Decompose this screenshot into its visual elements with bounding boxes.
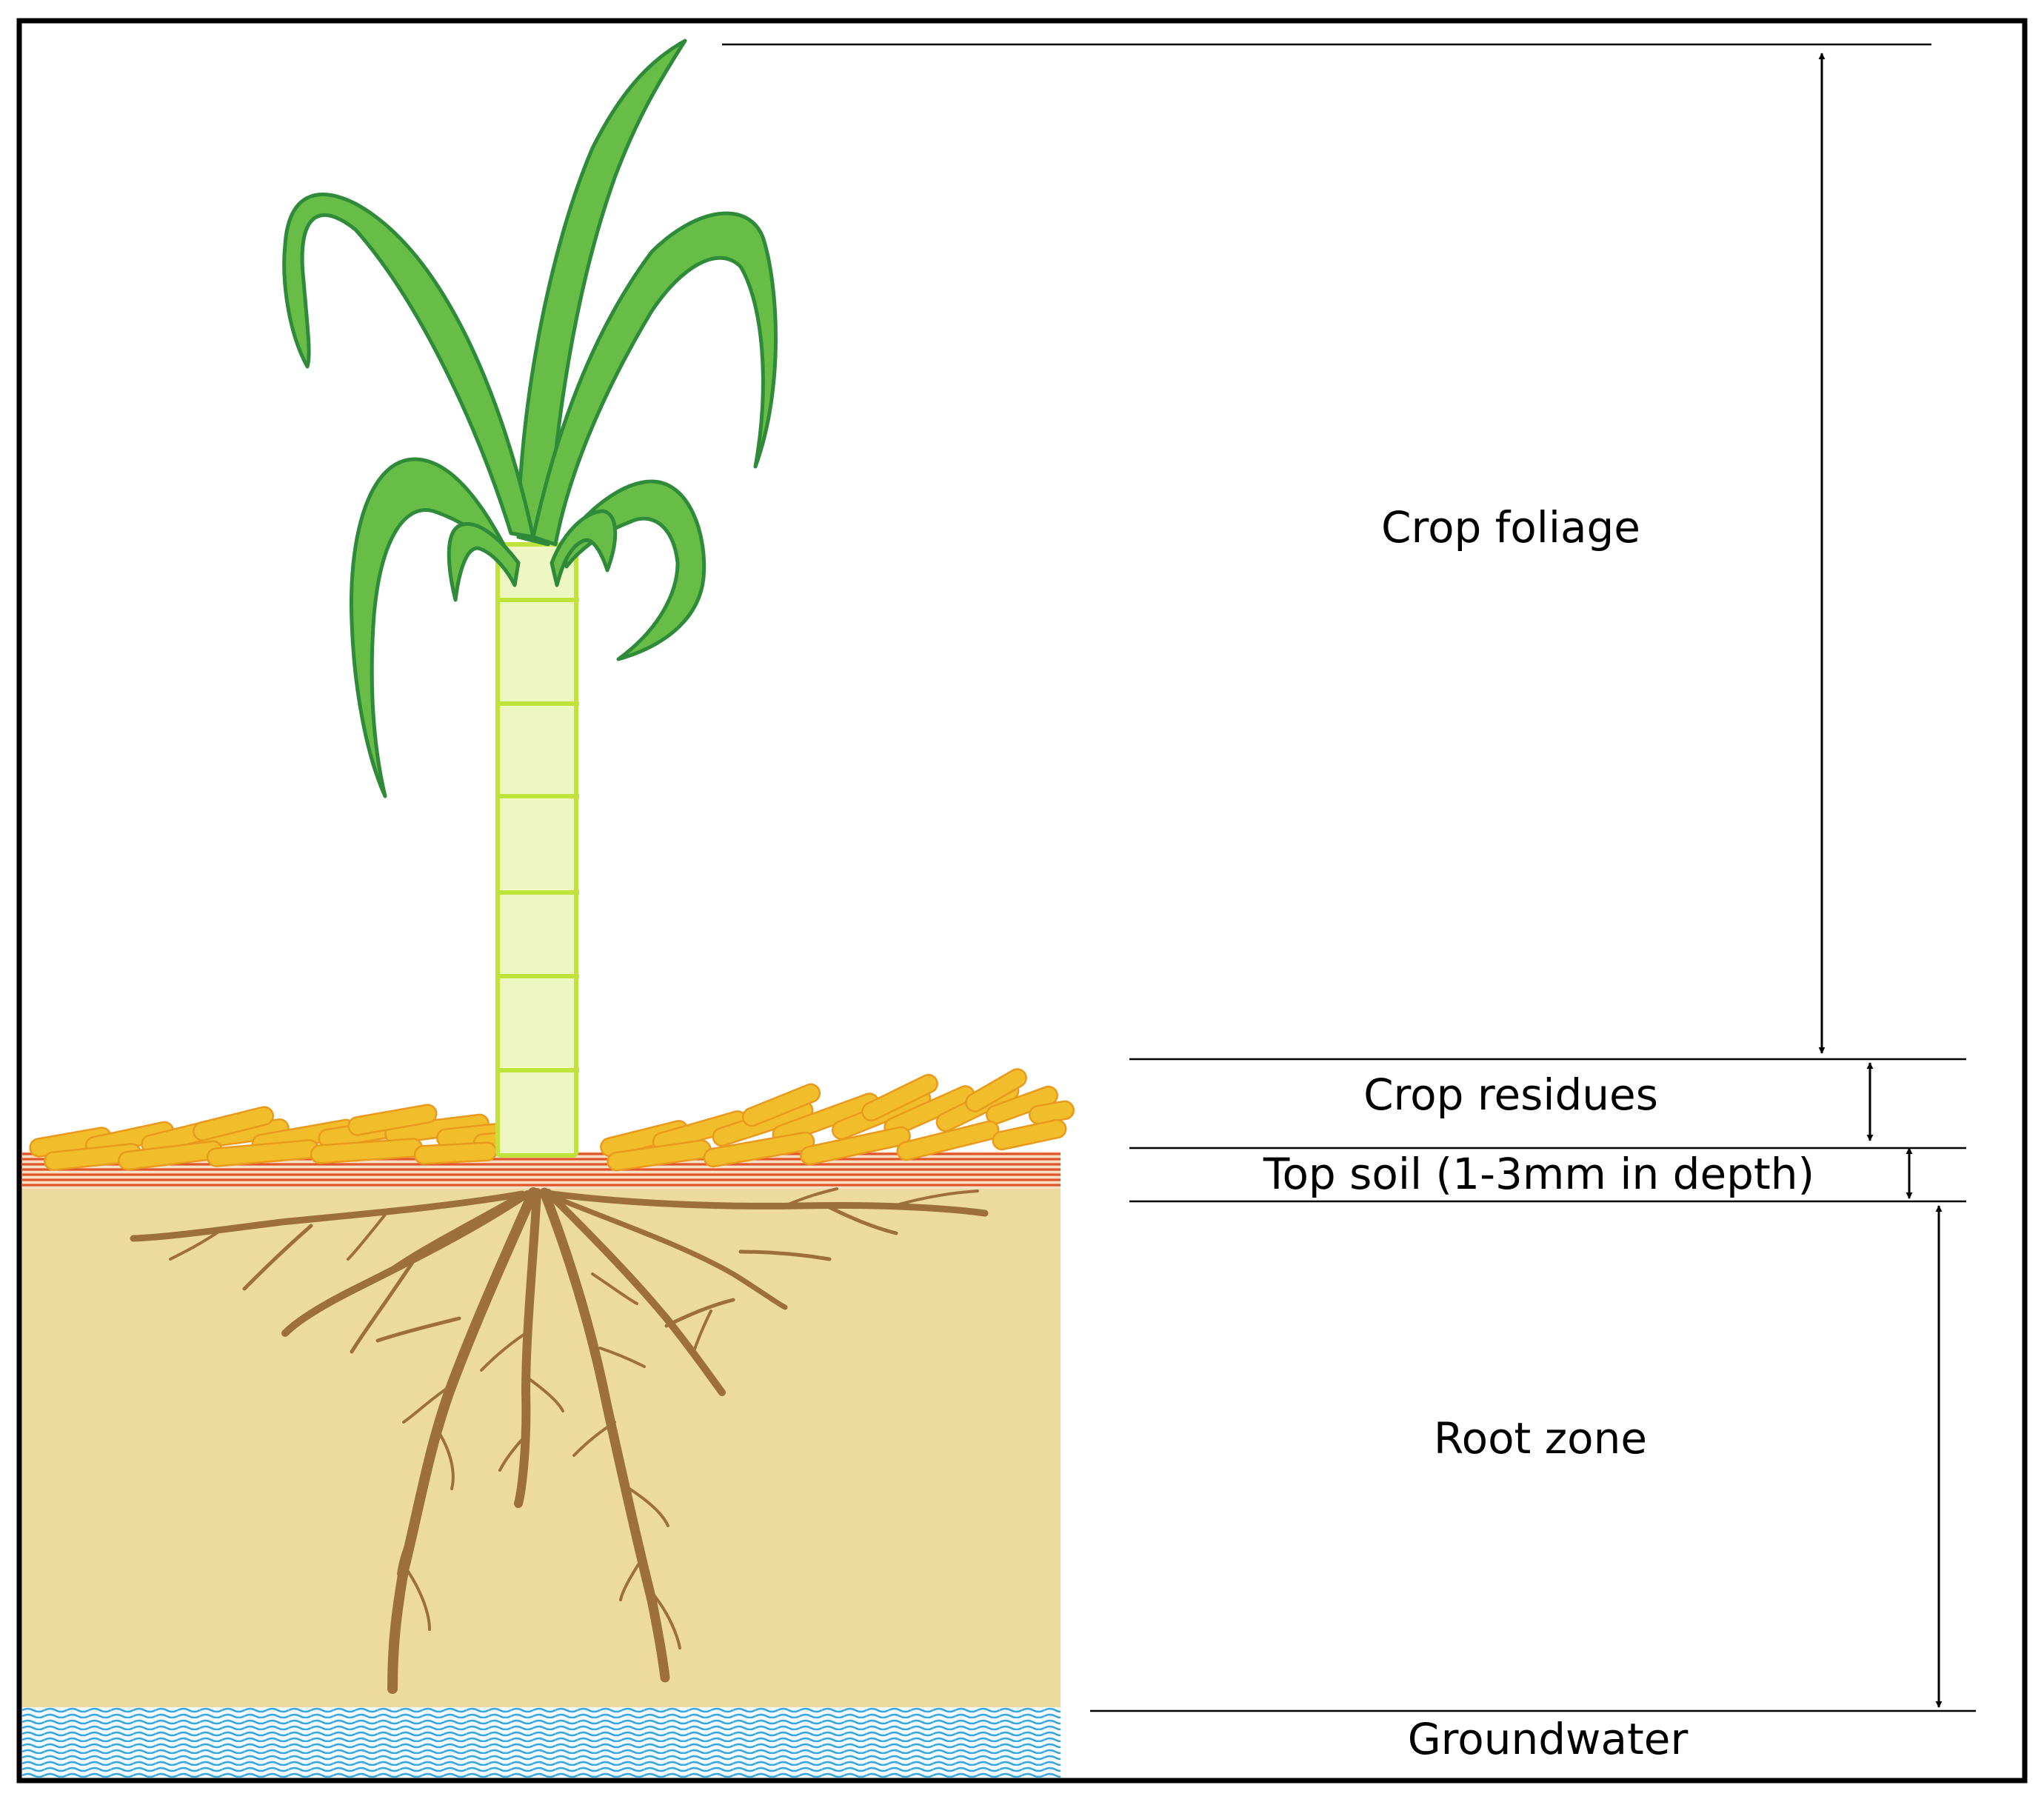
residue-straw: [965, 1068, 1027, 1112]
layer-boundary-lines: [722, 43, 1976, 1712]
residue-straw: [413, 1141, 498, 1165]
groundwater-label: Groundwater: [1408, 1714, 1689, 1764]
root-branch: [406, 1569, 431, 1631]
root-branch: [347, 1213, 387, 1261]
top-soil-label: Top soil (1-3mm in depth): [1263, 1149, 1814, 1199]
residue-straw: [800, 1126, 911, 1166]
leaf: [282, 193, 535, 539]
residue-straw: [347, 1104, 438, 1136]
crop-foliage-label: Crop foliage: [1381, 502, 1640, 553]
root-branch: [738, 1250, 832, 1261]
root-zone-label: Root zone: [1434, 1413, 1647, 1464]
root-branch: [402, 1384, 453, 1424]
root-branch: [397, 1524, 416, 1575]
leaf: [447, 521, 521, 602]
root-branch: [383, 1194, 521, 1276]
leaf: [349, 457, 513, 798]
root-branch: [887, 1190, 979, 1209]
root-zone-soil: [22, 1189, 1061, 1707]
root-branch: [435, 1428, 455, 1490]
residue-straw: [193, 1106, 274, 1141]
leaf: [516, 39, 687, 547]
residue-straw: [896, 1120, 1000, 1161]
leaf: [550, 509, 618, 587]
root-branch: [598, 1347, 646, 1368]
sugarcane-stalk: [495, 542, 579, 1158]
root-branch: [539, 1187, 670, 1683]
root-branch: [514, 1188, 541, 1508]
root-branch: [591, 1272, 638, 1305]
root-branch: [572, 1421, 616, 1457]
root-branch: [387, 1187, 538, 1694]
groundwater-band: [22, 1707, 1061, 1778]
crop-residues-label: Crop residues: [1363, 1070, 1658, 1120]
residue-straw: [703, 1131, 815, 1168]
sugarcane-plant-icon: [282, 39, 778, 798]
root-branch: [827, 1205, 898, 1235]
roots: [130, 1187, 989, 1694]
root-branch: [130, 1190, 526, 1242]
root-branch: [498, 1435, 526, 1472]
root-branch: [548, 1190, 989, 1217]
root-branch: [628, 1487, 669, 1527]
root-branch: [480, 1332, 527, 1372]
residue-straw: [741, 1083, 821, 1127]
root-branch: [281, 1190, 531, 1337]
root-branch: [619, 1554, 646, 1601]
root-branch: [242, 1224, 313, 1291]
crop-residues-layer: [29, 1068, 1075, 1172]
root-branch: [350, 1257, 417, 1354]
root-branch: [691, 1309, 712, 1357]
root-branch: [650, 1591, 681, 1649]
root-branch: [526, 1376, 564, 1412]
root-branch: [549, 1193, 788, 1310]
leaf: [531, 211, 778, 547]
double-headed-arrow-icon: [1818, 53, 1943, 1708]
root-branch: [664, 1298, 735, 1328]
root-branch: [169, 1228, 224, 1261]
root-branch: [544, 1189, 726, 1396]
residue-straw: [986, 1085, 1058, 1125]
root-branch: [784, 1187, 838, 1207]
residue-straw: [861, 1073, 938, 1122]
residue-straw: [992, 1118, 1067, 1151]
root-branch: [375, 1316, 461, 1343]
